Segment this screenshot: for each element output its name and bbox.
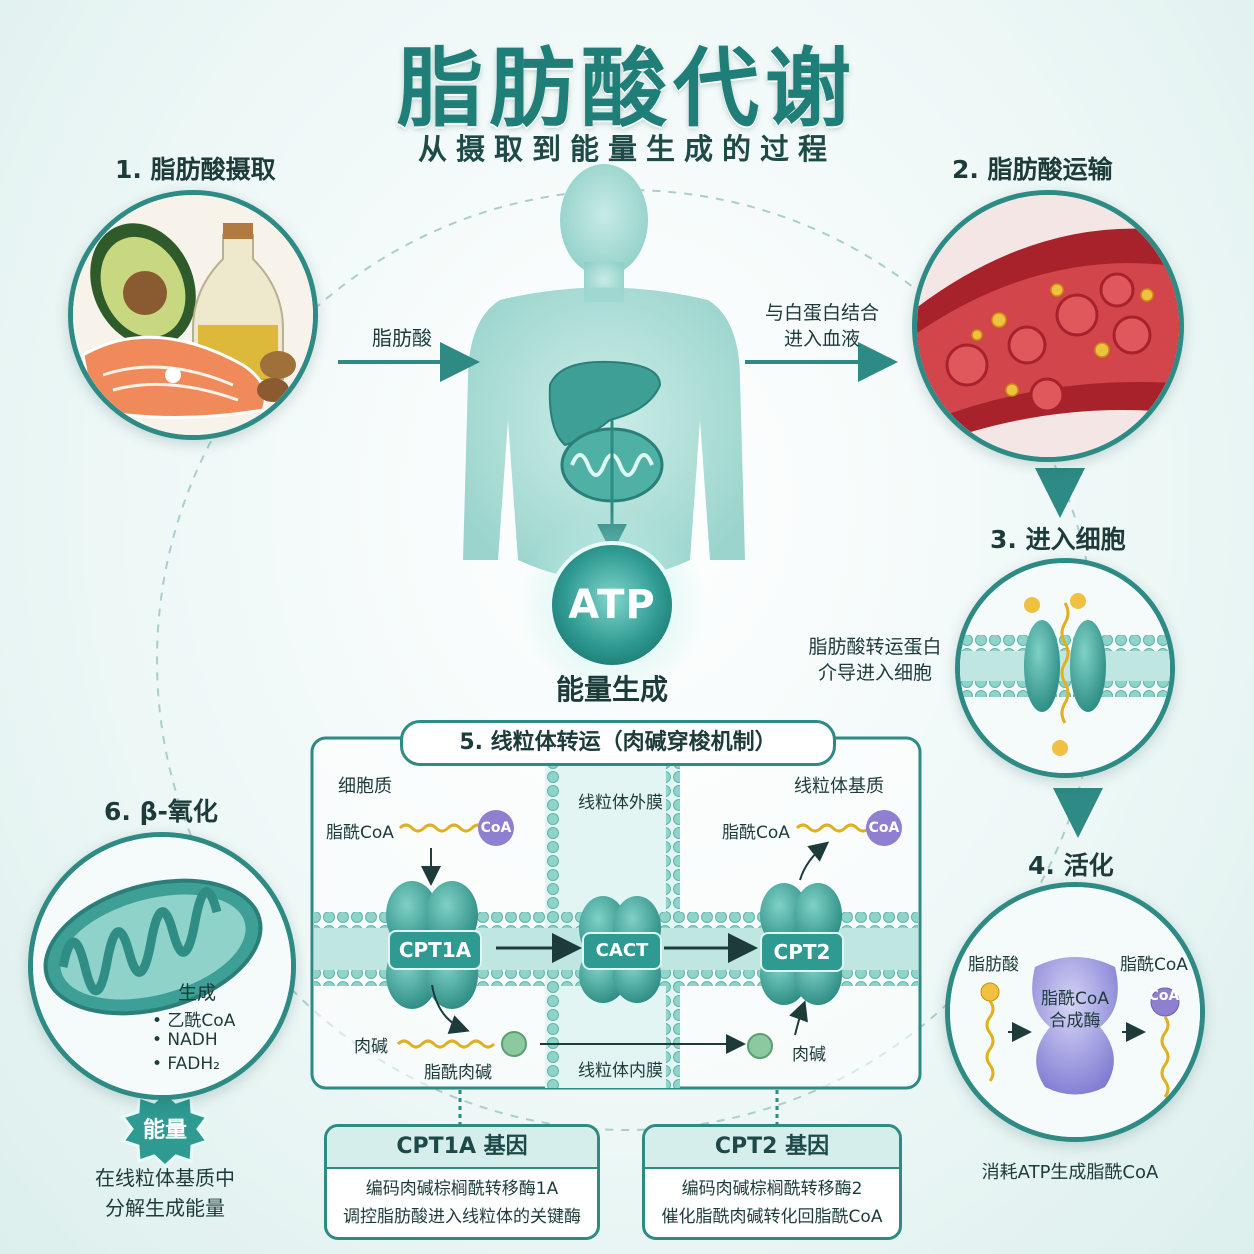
food-illustration (73, 195, 313, 435)
cell-membrane-circle (955, 558, 1175, 778)
activation-illustration (950, 887, 1200, 1137)
step3-desc-line2: 介导进入细胞 (817, 662, 932, 684)
step5-title: 5. 线粒体转运（肉碱穿梭机制） (400, 720, 836, 766)
coa-badge-left: CoA (478, 810, 514, 846)
liver-icon (548, 360, 662, 447)
cpt2-gene-line1: 编码肉碱棕榈酰转移酶2 (681, 1179, 863, 1199)
cact-label: CACT (582, 932, 662, 970)
cpt2-label: CPT2 (760, 932, 844, 972)
activation-circle (945, 882, 1205, 1142)
cpt1a-gene-box: CPT1A 基因 编码肉碱棕榈酰转移酶1A 调控脂肪酸进入线粒体的关键酶 (324, 1124, 600, 1240)
cpt2-gene-box: CPT2 基因 编码肉碱棕榈酰转移酶2 催化脂酰肉碱转化回脂酰CoA (642, 1124, 902, 1240)
inner-membrane-label: 线粒体内膜 (578, 1061, 663, 1081)
mitochondrion-circle (28, 832, 296, 1100)
step2-label-line1: 与白蛋白结合 (764, 302, 879, 324)
step6-caption-line2: 分解生成能量 (105, 1196, 225, 1220)
outer-membrane-label: 线粒体外膜 (578, 793, 663, 813)
step4-fatty-acid-label: 脂肪酸 (968, 955, 1019, 975)
cpt1a-gene-line2: 调控脂肪酸进入线粒体的关键酶 (343, 1207, 581, 1227)
step2-label-line2: 进入血液 (783, 328, 860, 350)
step4-title: 4. 活化 (1028, 851, 1114, 880)
mitochondrion-illustration (33, 837, 291, 1095)
atp-label: ATP (568, 582, 656, 628)
cpt2-gene-title: CPT2 基因 (645, 1127, 899, 1169)
step4-acylcoa-label: 脂酰CoA (1120, 955, 1188, 975)
acylcoa-synthetase-line2: 合成酶 (1049, 1011, 1101, 1031)
step3-title: 3. 进入细胞 (990, 525, 1126, 554)
blood-vessel-circle (912, 190, 1184, 462)
acylcarnitine-label: 脂酰肉碱 (424, 1063, 492, 1083)
cpt1a-gene-line1: 编码肉碱棕榈酰转移酶1A (365, 1179, 559, 1199)
food-circle (68, 190, 318, 440)
energy-badge-label: 能量 (142, 1118, 187, 1143)
acylcoa-synthetase-line1: 脂酰CoA (1041, 989, 1109, 1009)
carnitine-ball (747, 1033, 773, 1059)
product-acetyl-coa: • 乙酰CoA (152, 1011, 236, 1031)
blood-vessel-illustration (917, 195, 1179, 457)
step1-arrow-label: 脂肪酸 (372, 326, 432, 350)
energy-starburst (120, 1089, 210, 1169)
product-nadh: • NADH (152, 1030, 218, 1050)
page-title: 脂肪酸代谢 (397, 39, 857, 139)
coa-badge-right: CoA (866, 810, 902, 846)
carnitine-right-label: 肉碱 (792, 1045, 826, 1065)
step1-title: 1. 脂肪酸摄取 (115, 155, 276, 184)
step4-coa-badge: CoA (1148, 988, 1180, 1004)
membrane-transporter-illustration (960, 563, 1170, 773)
step3-desc-line1: 脂肪酸转运蛋白 (808, 636, 942, 658)
cytoplasm-label: 细胞质 (338, 776, 392, 797)
cpt2-gene-line2: 催化脂酰肉碱转化回脂酰CoA (661, 1207, 883, 1227)
step6-caption-line1: 在线粒体基质中 (95, 1166, 235, 1190)
acylcoa-right-label: 脂酰CoA (722, 823, 790, 843)
product-fadh2: • FADH₂ (152, 1054, 220, 1074)
cpt1a-gene-title: CPT1A 基因 (327, 1127, 597, 1169)
energy-generation-label: 能量生成 (555, 673, 668, 706)
matrix-label: 线粒体基质 (794, 776, 884, 797)
atp-orb (548, 541, 676, 669)
step6-title: 6. β-氧化 (104, 797, 218, 826)
step6-produce-label: 生成 (178, 982, 217, 1004)
carnitine-left-label: 肉碱 (354, 1037, 388, 1057)
page-subtitle: 从摄取到能量生成的过程 (417, 132, 836, 166)
step4-caption: 消耗ATP生成脂酰CoA (981, 1162, 1159, 1183)
step2-title: 2. 脂肪酸运输 (952, 155, 1113, 184)
cpt1a-label: CPT1A (388, 930, 482, 970)
acylcarnitine-ball (501, 1031, 527, 1057)
acylcoa-left-label: 脂酰CoA (326, 823, 394, 843)
